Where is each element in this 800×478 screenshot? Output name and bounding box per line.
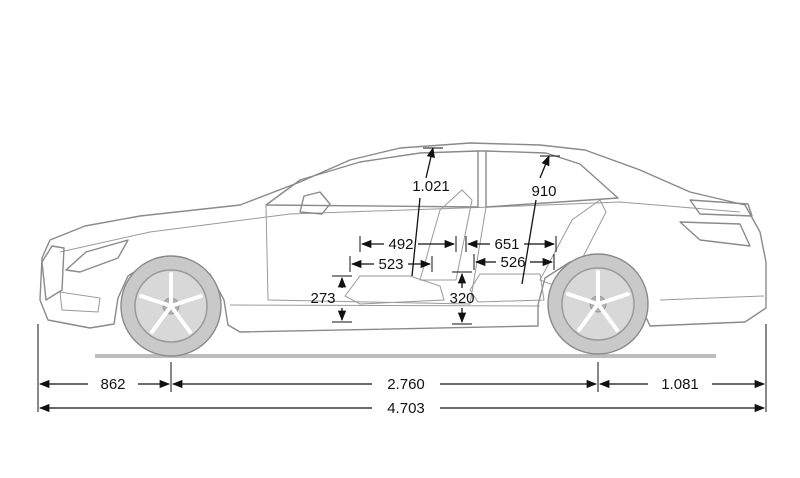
car-outline bbox=[39, 142, 767, 333]
front-shoulder-label: 492 bbox=[388, 236, 413, 253]
front-seat-height-label: 273 bbox=[310, 290, 335, 307]
dim-front-headroom: 1.021 bbox=[411, 146, 450, 277]
dim-front-shoulder: 492 bbox=[359, 236, 457, 253]
rear-wheel bbox=[547, 253, 649, 355]
dim-front-overhang: 862 bbox=[38, 376, 171, 393]
dim-rear-shoulder: 651 bbox=[465, 236, 557, 253]
dim-rear-seat-depth: 526 bbox=[473, 254, 555, 271]
extension-lines bbox=[37, 324, 767, 412]
wheelbase-label: 2.760 bbox=[387, 376, 425, 393]
dim-overall-length: 4.703 bbox=[38, 400, 766, 417]
dim-front-seat-height: 273 bbox=[310, 275, 352, 323]
front-overhang-label: 862 bbox=[100, 376, 125, 393]
rear-seat-depth-label: 526 bbox=[500, 254, 525, 271]
overall-length-label: 4.703 bbox=[387, 400, 425, 417]
rear-seat-height-label: 320 bbox=[449, 290, 474, 307]
dim-rear-seat-height: 320 bbox=[449, 271, 475, 325]
rear-headroom-label: 910 bbox=[531, 183, 556, 200]
front-seat-depth-label: 523 bbox=[378, 256, 403, 273]
rear-shoulder-label: 651 bbox=[494, 236, 519, 253]
front-wheel bbox=[120, 255, 222, 357]
dim-wheelbase: 2.760 bbox=[171, 376, 598, 393]
dim-rear-overhang: 1.081 bbox=[598, 376, 766, 393]
rear-overhang-label: 1.081 bbox=[661, 376, 699, 393]
dim-rear-headroom: 910 bbox=[521, 155, 560, 285]
front-headroom-label: 1.021 bbox=[412, 178, 450, 195]
dim-front-seat-depth: 523 bbox=[349, 256, 433, 273]
